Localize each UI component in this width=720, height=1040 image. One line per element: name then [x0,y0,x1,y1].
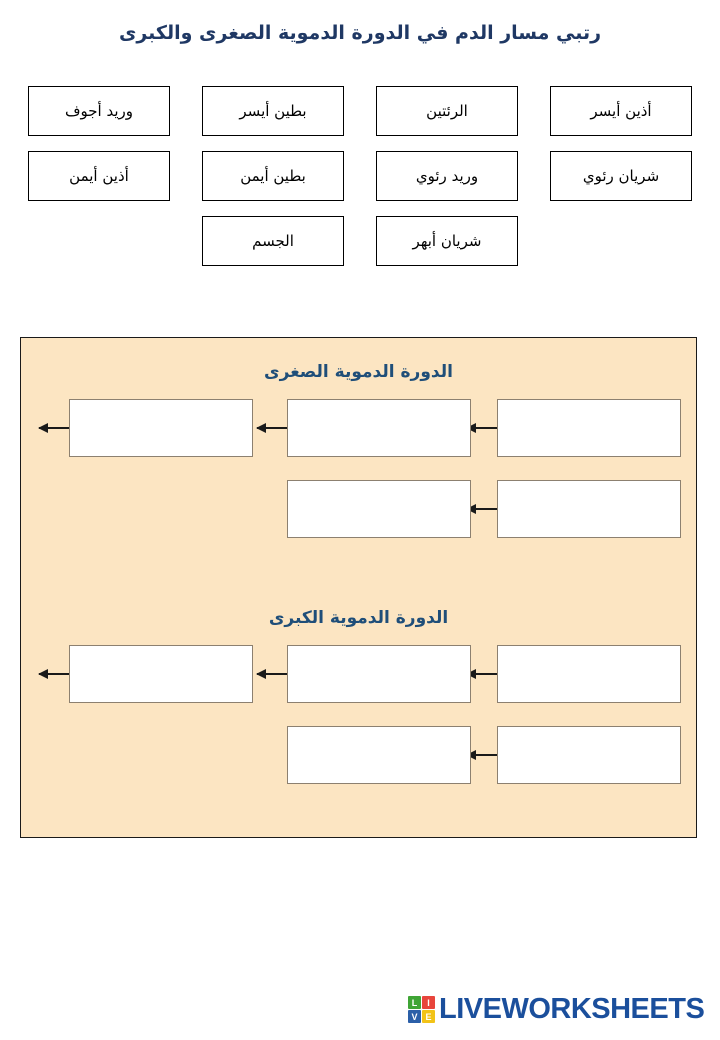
arrow-left-icon [466,750,497,760]
word-bank-row: أذين أيسر الرئتين بطين أيسر وريد أجوف [0,86,720,136]
word-chip[interactable]: أذين أيسر [550,86,692,136]
answer-slot[interactable] [287,480,471,538]
answer-row [21,726,696,784]
activity-panel: الدورة الدموية الصغرى الدورة الدموية الك… [20,337,697,838]
logo-tile-e: E [422,1010,435,1023]
logo-tile-v: V [408,1010,421,1023]
word-chip[interactable]: شريان رئوي [550,151,692,201]
page-title: رتبي مسار الدم في الدورة الدموية الصغرى … [118,22,602,44]
answer-slot[interactable] [287,399,471,457]
answer-row [21,480,696,538]
arrow-left-icon [466,423,497,433]
answer-slot[interactable] [497,726,681,784]
section-heading-pulmonary: الدورة الدموية الصغرى [264,362,453,382]
arrow-left-icon [256,423,287,433]
arrow-left-icon [38,669,69,679]
answer-slot[interactable] [69,399,253,457]
answer-slot[interactable] [287,645,471,703]
liveworksheets-logo[interactable]: L I V E LIVEWORKSHEETS [408,993,705,1025]
answer-slot[interactable] [497,399,681,457]
logo-wordmark: LIVEWORKSHEETS [439,993,705,1025]
section-heading-systemic: الدورة الدموية الكبرى [268,608,449,628]
logo-tiles-icon: L I V E [408,996,435,1023]
answer-slot[interactable] [69,645,253,703]
arrow-left-icon [38,423,69,433]
arrow-left-icon [466,504,497,514]
arrow-left-icon [466,669,497,679]
word-bank: أذين أيسر الرئتين بطين أيسر وريد أجوف شر… [0,86,720,281]
answer-slot[interactable] [497,645,681,703]
word-bank-row: شريان أبهر الجسم [0,216,720,266]
logo-tile-i: I [422,996,435,1009]
answer-slot[interactable] [287,726,471,784]
word-chip[interactable]: الرئتين [376,86,518,136]
logo-tile-l: L [408,996,421,1009]
word-bank-row: شريان رئوي وريد رئوي بطين أيمن أذين أيمن [0,151,720,201]
answer-row [21,645,696,703]
word-chip[interactable]: وريد رئوي [376,151,518,201]
word-chip[interactable]: وريد أجوف [28,86,170,136]
answer-slot[interactable] [497,480,681,538]
word-chip[interactable]: الجسم [202,216,344,266]
word-chip[interactable]: أذين أيمن [28,151,170,201]
word-chip[interactable]: بطين أيسر [202,86,344,136]
arrow-left-icon [256,669,287,679]
answer-row [21,399,696,457]
word-chip[interactable]: بطين أيمن [202,151,344,201]
word-chip[interactable]: شريان أبهر [376,216,518,266]
